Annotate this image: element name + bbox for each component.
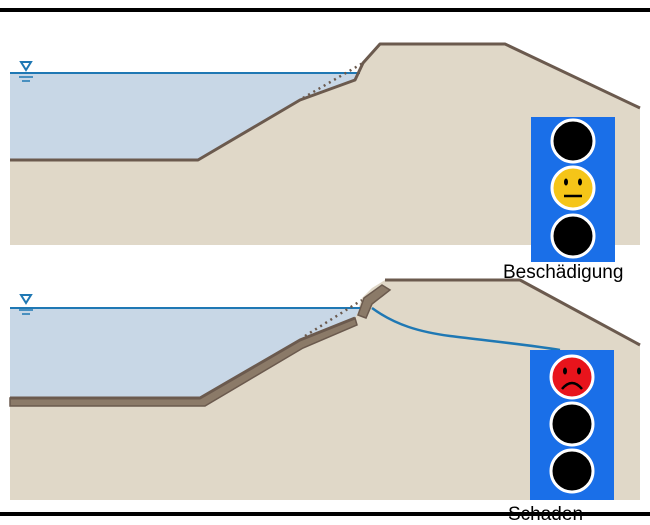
top-dike-soil [10,44,640,245]
bottom-water-body [10,308,360,398]
sad-face-icon [561,367,583,390]
bottom-seepage-line [371,306,561,352]
bottom-dike-soil [10,280,640,500]
bottom-displaced-block [357,284,392,319]
top-traffic-light [531,117,615,262]
traffic-light-yellow-on [550,165,596,211]
traffic-light-red-on [549,354,595,400]
traffic-light-green-off [549,448,595,494]
water-level-icon [19,61,33,82]
top-panel [10,42,641,245]
traffic-light-green-off [550,213,596,259]
top-water-body [10,73,360,160]
bottom-traffic-light [530,350,614,500]
status-label-damage: Beschädigung [503,262,624,283]
bottom-panel [9,278,641,500]
traffic-light-red-off [550,118,596,164]
top-ground-outline [10,42,641,162]
traffic-light-yellow-off [549,401,595,447]
status-label-failure: Schaden [508,504,584,525]
water-level-icon [19,294,33,315]
bottom-ground-outline [10,278,641,400]
neutral-face-icon [564,178,582,198]
